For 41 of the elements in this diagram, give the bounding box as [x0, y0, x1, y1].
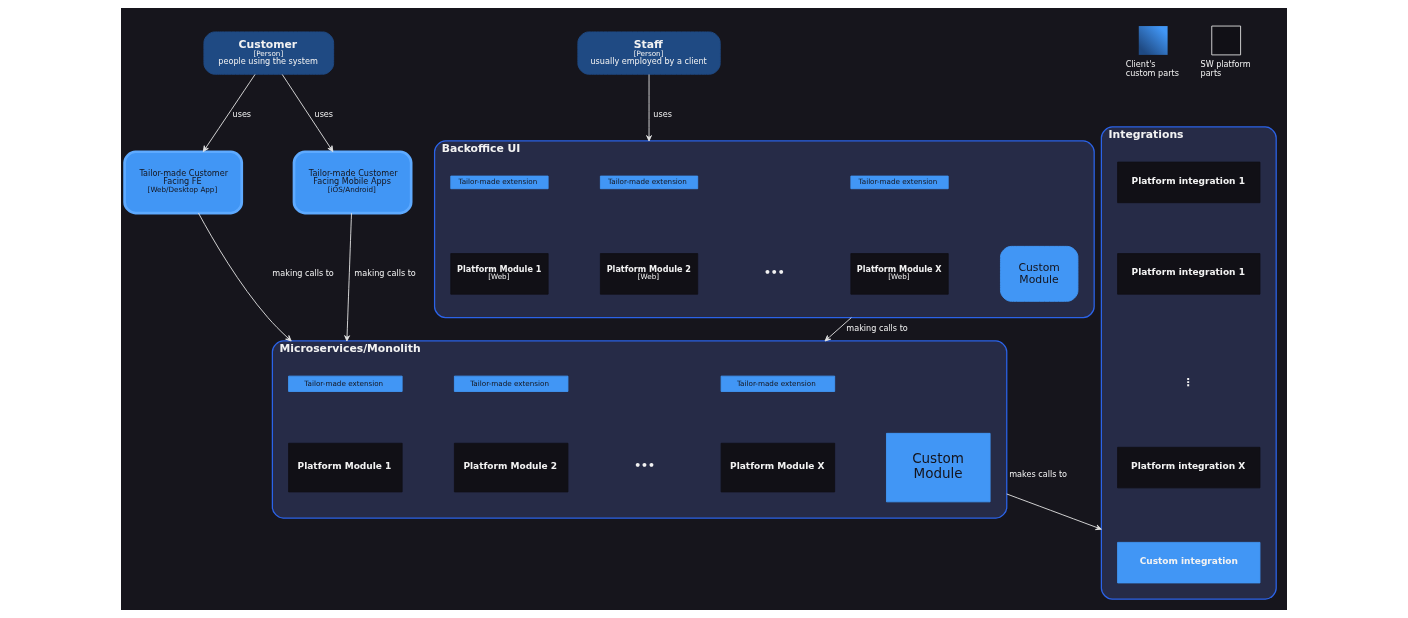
edge-label: uses [232, 109, 252, 120]
node-box: Platform Module 2 [Web] [599, 253, 699, 295]
arrow [824, 317, 852, 342]
node-box: Platform Module 1 [Web] [450, 253, 549, 295]
node-box: Platform Module X [720, 442, 836, 493]
node-box: Platform integration 1 [1117, 253, 1261, 295]
node-box: Platform Module 2 [453, 442, 569, 493]
edge-label: making calls to [846, 323, 908, 334]
node-box: Platform integration X [1117, 446, 1261, 489]
edge-label: making calls to [354, 267, 416, 278]
arrow [281, 74, 334, 152]
node-box: Tailor-made extension [453, 375, 569, 392]
node-box: Tailor-made extension [850, 175, 949, 190]
node-box: Custom integration [1117, 541, 1261, 584]
legend-label: SW platform parts [1200, 58, 1251, 78]
arrow [202, 74, 256, 152]
edge-label: uses [653, 109, 672, 120]
node-box: Tailor-made extension [450, 175, 549, 190]
label: ⋮ [1182, 375, 1194, 389]
label: ••• [634, 459, 655, 473]
node-box: Tailor-made extension [599, 175, 699, 190]
label: ••• [763, 265, 785, 279]
arrow [344, 212, 352, 342]
node-box: Platform Module X [Web] [850, 253, 949, 295]
node-box: Platform integration 1 [1117, 161, 1261, 204]
node-box: Platform Module 1 [288, 442, 403, 493]
edge-label: making calls to [272, 267, 334, 278]
edge-label: makes calls to [1009, 469, 1068, 480]
node-box: Customer [Person] people using the system [203, 31, 335, 75]
node-box: Tailor-made Customer Facing Mobile Apps [iOS/Android] [292, 150, 413, 215]
node-box: Custom Module [886, 432, 991, 503]
node-box: Custom Module [1000, 245, 1079, 302]
edge-label: uses [314, 109, 334, 120]
arrow [1006, 493, 1102, 531]
arrow [646, 74, 652, 142]
node-box: Tailor-made extension [288, 375, 403, 392]
node-box: Tailor-made extension [720, 375, 836, 392]
legend-label: Client's custom parts [1125, 58, 1179, 78]
arrow [198, 212, 292, 342]
node-box: Staff [Person] usually employed by a client [577, 31, 721, 75]
node-box: Tailor-made Customer Facing FE [Web/Desktop App] [123, 150, 244, 215]
